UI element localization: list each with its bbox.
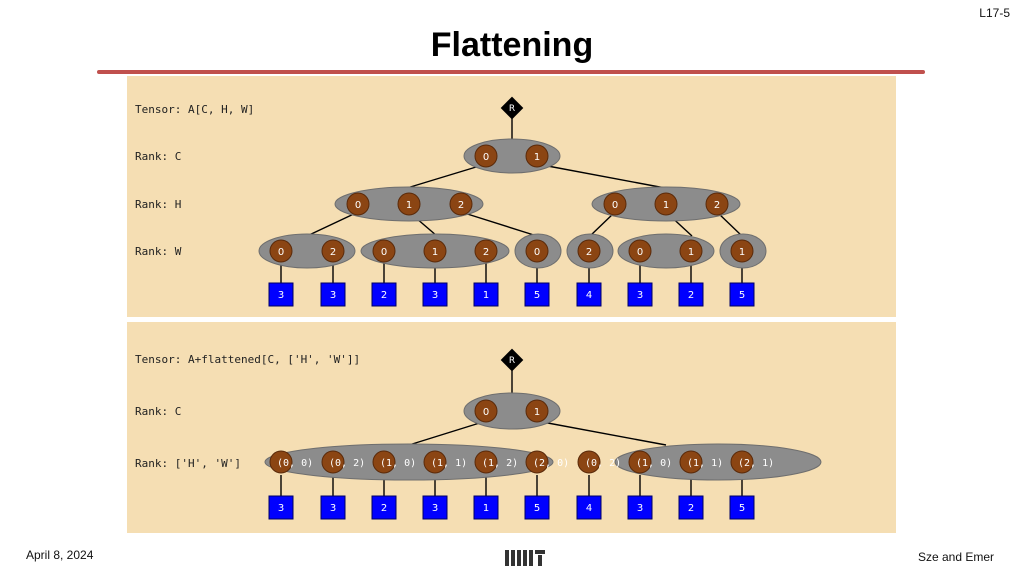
value-leaf: 3 — [432, 503, 438, 514]
rank-label-c: Rank: C — [135, 405, 181, 418]
footer-date: April 8, 2024 — [26, 548, 94, 562]
coord-w: 0 — [381, 247, 387, 258]
title-divider — [97, 70, 925, 74]
fiber-rank-hw-1 — [614, 443, 822, 481]
rank-label-h: Rank: H — [135, 198, 181, 211]
value-leaf: 1 — [483, 290, 489, 301]
value-leaf: 3 — [637, 290, 643, 301]
coord-hw: (1, 1) — [431, 458, 467, 469]
value-leaf: 3 — [330, 290, 336, 301]
value-leaf: 3 — [637, 503, 643, 514]
coord-hw: (1, 2) — [482, 458, 518, 469]
coord-hw: (2, 1) — [738, 458, 774, 469]
value-leaf: 2 — [688, 290, 694, 301]
value-leaf: 2 — [381, 503, 387, 514]
coord-w: 2 — [586, 247, 592, 258]
coord-hw: (1, 0) — [380, 458, 416, 469]
value-leaf: 1 — [483, 503, 489, 514]
tensor-label: Tensor: A[C, H, W] — [135, 103, 254, 116]
tensor-diagram-original: Tensor: A[C, H, W] Rank: C Rank: H Rank:… — [127, 76, 896, 317]
coord-w: 2 — [330, 247, 336, 258]
value-leaf: 3 — [278, 290, 284, 301]
tensor-tree-original: Tensor: A[C, H, W] Rank: C Rank: H Rank:… — [135, 96, 767, 307]
coord-c-1: 1 — [534, 407, 540, 418]
coord-h: 0 — [355, 200, 361, 211]
value-leaf: 2 — [381, 290, 387, 301]
value-leaf: 5 — [534, 503, 540, 514]
root-node: R — [500, 96, 524, 120]
tensor-tree-flattened: Tensor: A+flattened[C, ['H', 'W']] Rank:… — [135, 348, 822, 520]
slide-number: L17-5 — [979, 6, 1010, 20]
value-leaf: 5 — [739, 290, 745, 301]
coord-hw: (1, 1) — [687, 458, 723, 469]
coord-c-0: 0 — [483, 407, 489, 418]
coord-w: 2 — [483, 247, 489, 258]
tensor-diagram-flattened: Tensor: A+flattened[C, ['H', 'W']] Rank:… — [127, 322, 896, 533]
value-leaf: 4 — [586, 503, 592, 514]
coord-h: 2 — [714, 200, 720, 211]
coord-h: 0 — [612, 200, 618, 211]
coord-w: 1 — [432, 247, 438, 258]
rank-label-hw: Rank: ['H', 'W'] — [135, 457, 241, 470]
value-leaf: 5 — [534, 290, 540, 301]
coord-w: 0 — [534, 247, 540, 258]
coord-hw: (0, 2) — [585, 458, 621, 469]
value-leaf: 3 — [432, 290, 438, 301]
coord-h: 1 — [406, 200, 412, 211]
coord-hw: (2, 0) — [533, 458, 569, 469]
value-leaf: 2 — [688, 503, 694, 514]
root-node: R — [500, 348, 524, 372]
rank-label-w: Rank: W — [135, 245, 182, 258]
coord-c-0: 0 — [483, 152, 489, 163]
coord-w: 1 — [739, 247, 745, 258]
coord-hw: (1, 0) — [636, 458, 672, 469]
rank-label-c: Rank: C — [135, 150, 181, 163]
footer-authors: Sze and Emer — [917, 550, 994, 564]
value-leaf: 5 — [739, 503, 745, 514]
value-leaf: 3 — [330, 503, 336, 514]
coord-h: 2 — [458, 200, 464, 211]
coord-w: 0 — [278, 247, 284, 258]
page-title: Flattening — [430, 26, 594, 64]
coord-h: 1 — [663, 200, 669, 211]
coord-hw: (0, 0) — [277, 458, 313, 469]
coord-w: 0 — [637, 247, 643, 258]
svg-text:R: R — [509, 356, 515, 366]
value-leaf: 4 — [586, 290, 592, 301]
value-leaf: 3 — [278, 503, 284, 514]
svg-text:R: R — [509, 104, 515, 114]
coord-hw: (0, 2) — [329, 458, 365, 469]
coord-w: 1 — [688, 247, 694, 258]
coord-c-1: 1 — [534, 152, 540, 163]
mit-logo — [505, 550, 545, 566]
tensor-label: Tensor: A+flattened[C, ['H', 'W']] — [135, 353, 360, 366]
